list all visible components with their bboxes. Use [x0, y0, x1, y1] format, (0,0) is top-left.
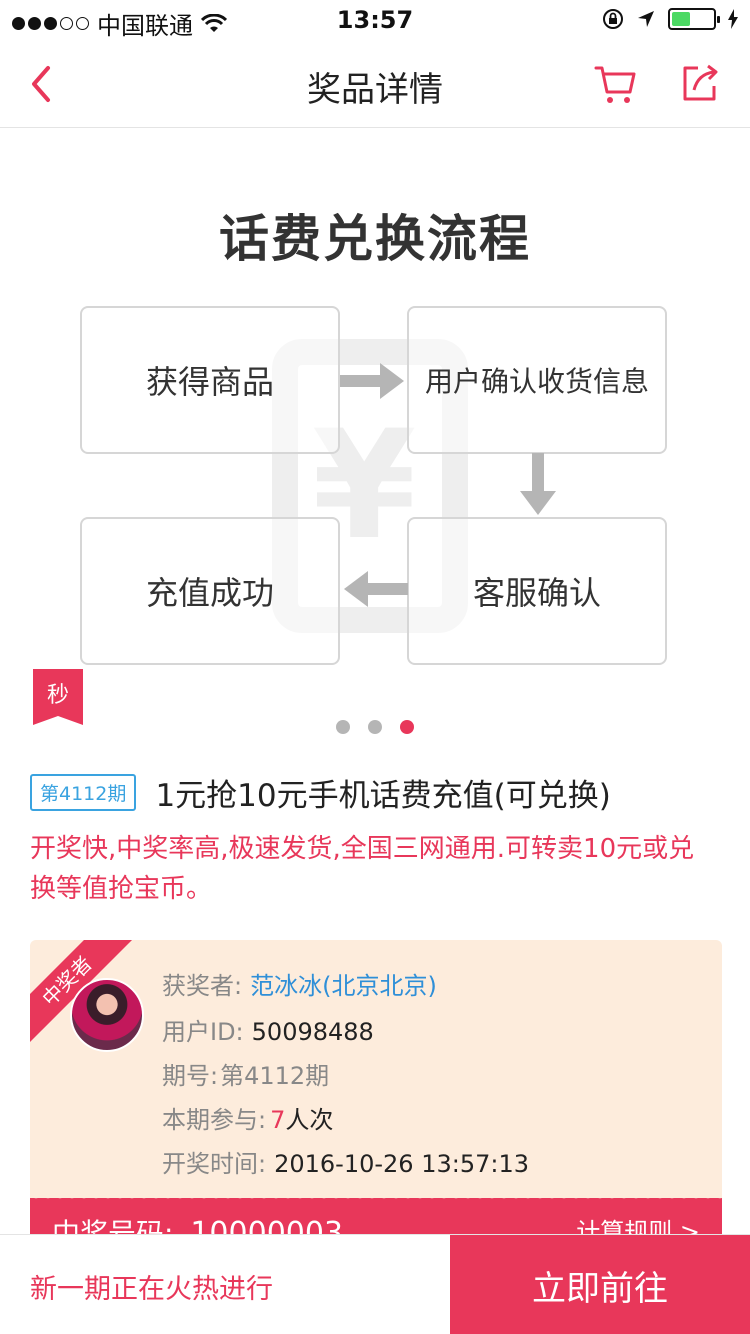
participation-unit: 人次	[285, 1106, 334, 1134]
flow-step-recharge-success: 充值成功	[80, 517, 340, 665]
flash-badge: 秒	[33, 669, 83, 725]
draw-time-value: 2016-10-26 13:57:13	[274, 1150, 529, 1178]
winner-name-row: 获奖者:范冰冰(北京北京)	[162, 972, 437, 1000]
rotation-lock-icon	[603, 9, 623, 29]
nav-bar: 奖品详情	[0, 40, 750, 128]
new-period-notice[interactable]: 新一期正在火热进行	[30, 1274, 273, 1305]
page-title: 奖品详情	[307, 70, 443, 110]
pager-dot[interactable]	[368, 720, 382, 734]
location-icon	[638, 11, 654, 27]
flow-step-service-confirm: 客服确认	[407, 517, 667, 665]
signal-strength-icon	[12, 17, 89, 30]
draw-time-row: 开奖时间:2016-10-26 13:57:13	[162, 1150, 529, 1178]
banner-title: 话费兑换流程	[219, 210, 531, 268]
period-tag: 第4112期	[30, 774, 137, 811]
arrow-down-icon	[520, 453, 556, 515]
winner-name-link[interactable]: 范冰冰(北京北京)	[250, 972, 437, 1000]
flow-step-confirm-address: 用户确认收货信息	[407, 306, 667, 454]
status-left: 中国联通	[12, 6, 227, 41]
avatar[interactable]	[70, 978, 144, 1052]
product-title: 1元抢10元手机话费充值(可兑换)	[155, 778, 611, 814]
arrow-left-icon	[344, 571, 408, 607]
user-id-row: 用户ID:50098488	[162, 1018, 374, 1046]
arrow-right-icon	[340, 363, 404, 399]
carrier-name: 中国联通	[97, 12, 193, 40]
bottom-bar: 新一期正在火热进行 立即前往	[0, 1234, 750, 1334]
pager-dot[interactable]	[336, 720, 350, 734]
cart-icon[interactable]	[594, 62, 638, 106]
banner-carousel[interactable]: 话费兑换流程 ¥ 获得商品 用户确认收货信息 客服确认 充值成功 秒	[0, 129, 750, 760]
go-now-button[interactable]: 立即前往	[450, 1235, 750, 1334]
flow-step-get-product: 获得商品	[80, 306, 340, 454]
status-right	[602, 8, 738, 30]
status-bar: 中国联通 13:57	[0, 0, 750, 40]
participation-count: 7	[270, 1106, 286, 1134]
wifi-icon	[201, 13, 227, 32]
status-time: 13:57	[336, 6, 414, 34]
pager-dot-active[interactable]	[400, 720, 414, 734]
carousel-pager	[0, 720, 750, 734]
battery-icon	[668, 8, 720, 30]
charging-icon	[728, 9, 738, 29]
product-info: 第4112期 1元抢10元手机话费充值(可兑换) 开奖快,中奖率高,极速发货,全…	[30, 770, 720, 909]
back-icon[interactable]	[22, 60, 62, 108]
product-description: 开奖快,中奖率高,极速发货,全国三网通用.可转卖10元或兑换等值抢宝币。	[30, 834, 695, 904]
period-value: 第4112期	[220, 1062, 330, 1090]
share-icon[interactable]	[680, 62, 720, 104]
product-title-row: 第4112期 1元抢10元手机话费充值(可兑换)	[30, 770, 720, 815]
participation-row: 本期参与:7人次	[162, 1106, 334, 1134]
winner-card: 中奖者 获奖者:范冰冰(北京北京) 用户ID:50098488 期号:第4112…	[30, 940, 722, 1240]
user-id-value: 50098488	[251, 1018, 374, 1046]
period-row: 期号:第4112期	[162, 1062, 330, 1090]
